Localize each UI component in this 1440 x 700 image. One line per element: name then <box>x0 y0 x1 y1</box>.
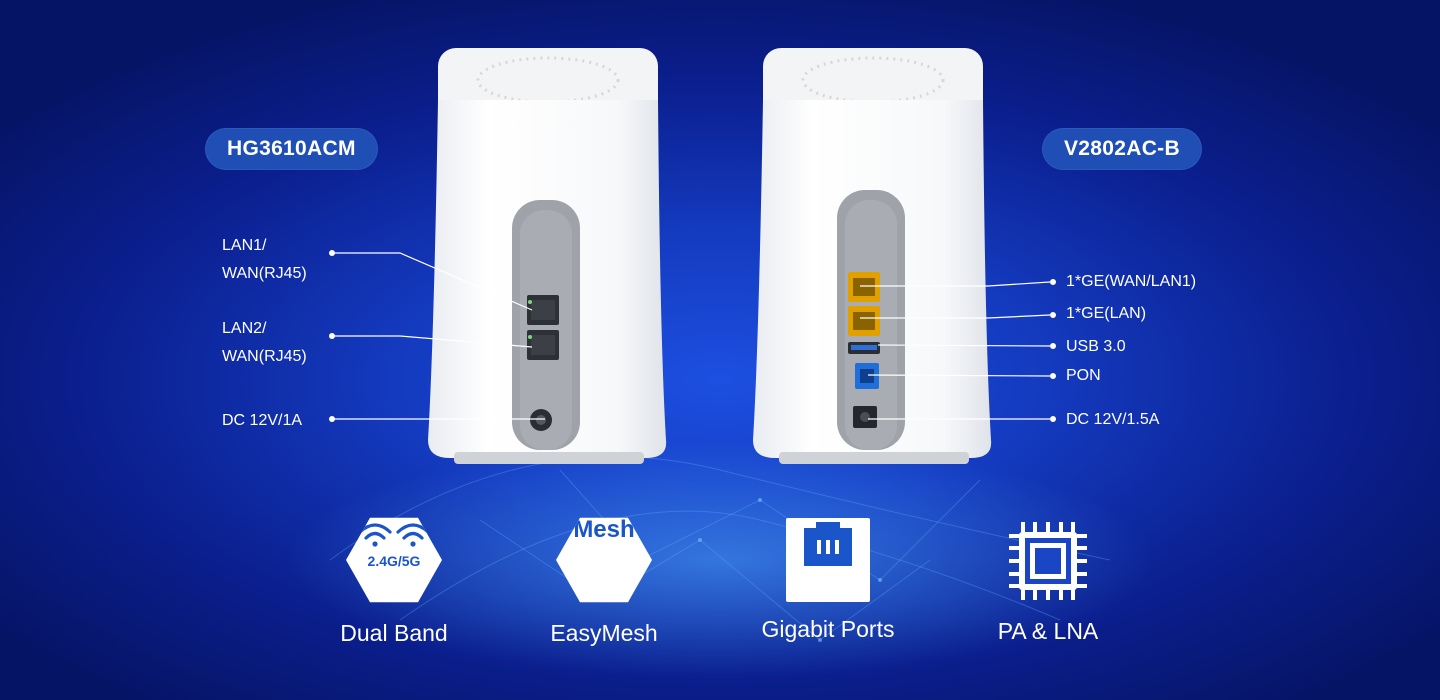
port-label-pon: PON <box>1066 367 1101 384</box>
model-name-right: V2802AC-B <box>1042 128 1202 170</box>
feature-label: Gigabit Ports <box>761 616 895 642</box>
wifi-dual-band-icon: 2.4G/5G <box>346 517 442 603</box>
mesh-badge: Mesh <box>573 516 635 543</box>
router-v2802ac-b <box>753 48 992 464</box>
wifi-waves-icon <box>358 523 430 547</box>
feature-dual-band: 2.4G/5G Dual Band <box>304 516 484 647</box>
port-label-dc-right: DC 12V/1.5A <box>1066 411 1160 428</box>
feature-label: PA & LNA <box>997 618 1099 644</box>
router-hg3610acm <box>428 48 667 464</box>
port-label-usb: USB 3.0 <box>1066 338 1126 355</box>
port-label-line: LAN2/ <box>222 320 267 337</box>
port-label-ge-wan: 1*GE(WAN/LAN1) <box>1066 273 1197 290</box>
port-label-ge-lan: 1*GE(LAN) <box>1066 305 1147 322</box>
port-label-line: LAN1/ <box>222 237 267 254</box>
chip-icon <box>1005 518 1091 604</box>
feature-label: Dual Band <box>340 620 448 646</box>
feature-easymesh: Mesh EasyMesh <box>514 516 694 647</box>
ethernet-glyph-icon <box>804 522 852 566</box>
port-label-line: WAN(RJ45) <box>222 265 307 282</box>
feature-gigabit-ports: Gigabit Ports <box>738 518 918 643</box>
port-label-lan2: LAN2/ WAN(RJ45) <box>222 315 307 371</box>
port-label-line: WAN(RJ45) <box>222 348 307 365</box>
band-badge: 2.4G/5G <box>367 553 421 569</box>
mesh-icon: Mesh <box>556 516 652 603</box>
model-name-left: HG3610ACM <box>205 128 378 170</box>
port-label-dc-left: DC 12V/1A <box>222 412 303 429</box>
feature-label: EasyMesh <box>550 620 658 646</box>
ethernet-port-icon <box>786 518 870 602</box>
port-label-lan1: LAN1/ WAN(RJ45) <box>222 232 307 288</box>
feature-pa-lna: PA & LNA <box>958 518 1138 645</box>
chip-glyph-icon <box>1009 522 1087 600</box>
